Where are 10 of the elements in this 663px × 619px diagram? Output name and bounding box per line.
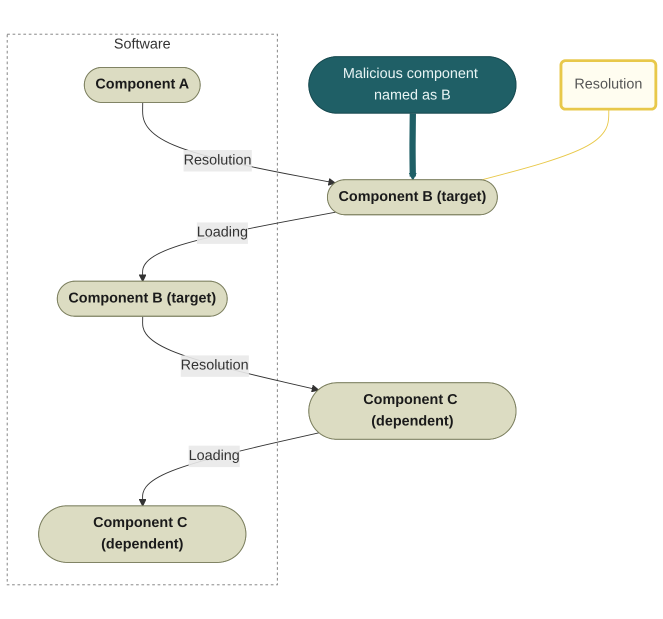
arrow: [408, 114, 417, 180]
edge-label: Resolution: [184, 152, 252, 168]
edge-label: Loading: [188, 448, 240, 464]
arrow: [142, 102, 336, 186]
connector: [480, 109, 610, 181]
edge-label: Resolution: [180, 358, 249, 374]
arrow: [138, 212, 336, 282]
edge-label: Loading: [196, 225, 248, 240]
arrow: [138, 432, 320, 507]
arrow: [142, 316, 320, 392]
